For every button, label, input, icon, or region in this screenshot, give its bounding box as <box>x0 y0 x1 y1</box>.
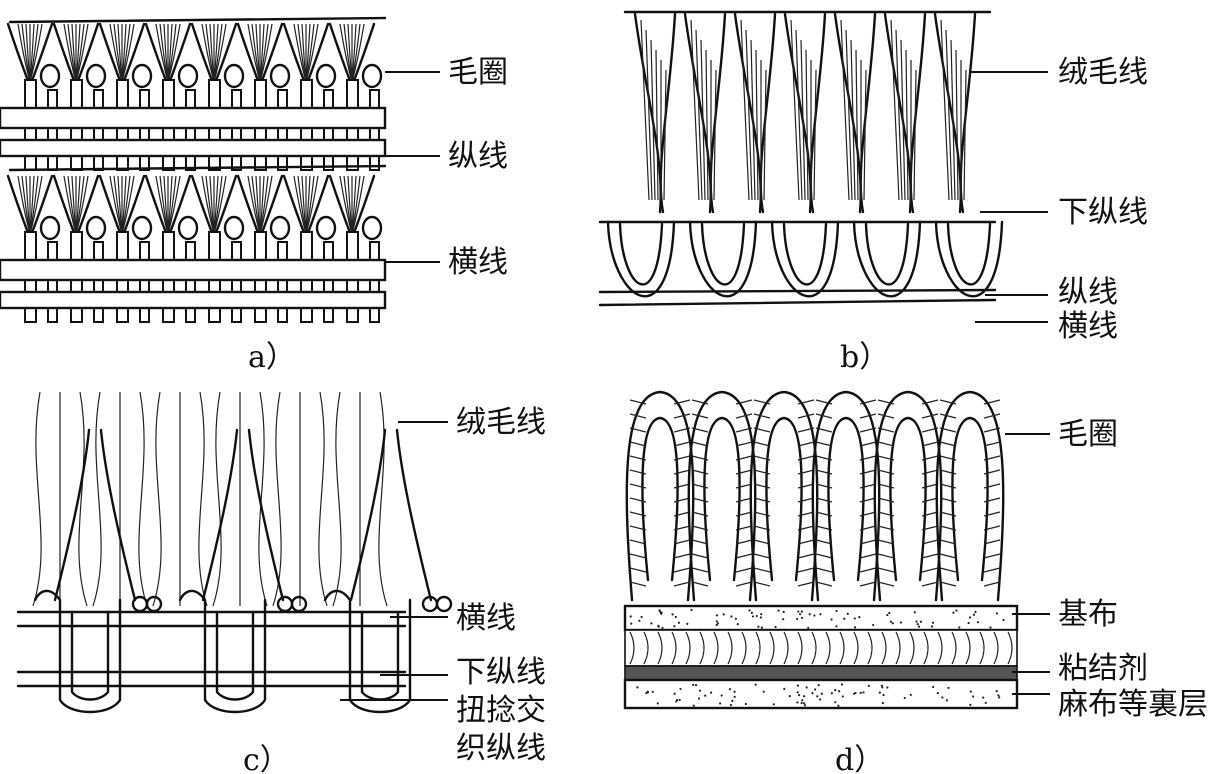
panel-c-label-twisted-2: 织纵线 <box>456 731 546 766</box>
panel-d-label-backing: 麻布等裏层 <box>1058 687 1208 722</box>
panel-c-label-pile-yarn: 绒毛线 <box>456 405 546 440</box>
panel-d-label-loop: 毛圈 <box>1058 417 1118 452</box>
panel-b-caption: b） <box>840 340 889 375</box>
panel-a-label-weft: 横线 <box>448 245 508 280</box>
panel-a-weft-2 <box>0 140 385 156</box>
panel-d-label-adhesive: 粘结剂 <box>1058 651 1148 686</box>
panel-b-illustration <box>600 12 1002 305</box>
panel-a-label-warp: 纵线 <box>448 139 508 174</box>
panel-a-weft-3 <box>0 260 385 280</box>
panel-d-label-base: 基布 <box>1058 597 1118 632</box>
panel-a-caption: a） <box>248 340 296 375</box>
panel-b-label-pile-yarn: 绒毛线 <box>1058 55 1148 90</box>
panel-c-label-weft: 横线 <box>456 601 516 636</box>
panel-b-label-weft: 横线 <box>1058 309 1118 344</box>
panel-d-caption: d） <box>835 743 884 774</box>
panel-a-label-loop: 毛圈 <box>448 55 508 90</box>
panel-a-weft-4 <box>0 292 385 308</box>
panel-b-label-warp: 纵线 <box>1058 275 1118 310</box>
panel-c-caption: c） <box>243 743 290 774</box>
panel-b-label-lower-warp: 下纵线 <box>1058 195 1148 230</box>
panel-c-label-twisted-1: 扭捻交 <box>456 693 546 728</box>
panel-c-label-lower-warp: 下纵线 <box>456 655 546 690</box>
panel-d-illustration <box>625 392 1017 708</box>
panel-d-base-fabric <box>625 606 1017 630</box>
panel-c-illustration <box>18 392 451 712</box>
panel-a-illustration <box>0 18 385 322</box>
panel-d-adhesive <box>625 666 1017 680</box>
panel-a-weft-1 <box>0 108 385 128</box>
